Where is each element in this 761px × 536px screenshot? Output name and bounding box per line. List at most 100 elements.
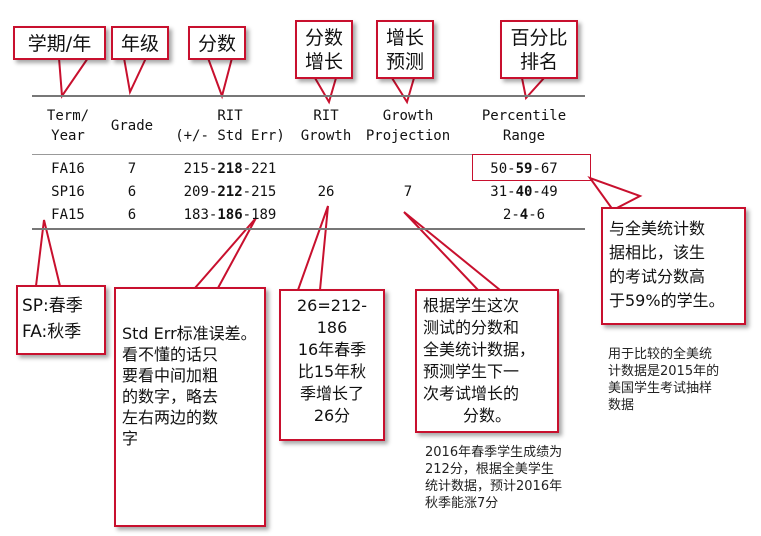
pct-high: -6	[528, 207, 546, 223]
note-percentile-line4: 数据	[608, 398, 635, 413]
projection-line6: 分数。	[462, 406, 511, 425]
std-err-line1: Std Err标准误差。	[122, 324, 257, 343]
note-percentile: 用于比较的全美统 计数据是2015年的 美国学生考试抽样 数据	[608, 346, 748, 414]
pct-mid: 59	[515, 161, 533, 177]
pointer-semester	[57, 57, 90, 99]
header-projection: Growth Projection	[362, 106, 454, 146]
growth-line5: 季增长了	[299, 384, 364, 403]
percentile-line3: 的考试分数高	[609, 267, 706, 286]
header-rit-line1: RIT	[217, 108, 243, 124]
note-projection-line4: 秋季能涨7分	[425, 496, 499, 511]
pct-low: 50-	[490, 161, 516, 177]
label-projection: 增长 预测	[376, 20, 434, 79]
cell-term: SP16	[51, 184, 85, 200]
label-semester: 学期/年	[13, 26, 106, 60]
header-projection-line2: Projection	[365, 128, 451, 144]
header-term-line2: Year	[51, 128, 85, 144]
pct-mid: 40	[515, 184, 533, 200]
cell-term: FA16	[51, 161, 85, 177]
callout-season: SP:春季 FA:秋季	[16, 285, 106, 355]
header-rit: RIT (+/- Std Err)	[170, 106, 290, 146]
rit-low: 183-	[183, 207, 218, 223]
label-growth-line2: 增长	[304, 51, 343, 73]
label-score: 分数	[188, 26, 246, 60]
label-percentile-line2: 排名	[519, 51, 558, 73]
table-row: FA15 6 183-186-189 2-4-6	[32, 207, 585, 227]
growth-line1: 26=212-	[296, 296, 368, 315]
pct-low: 31-	[490, 184, 516, 200]
header-growth-line1: RIT	[313, 108, 339, 124]
note-projection: 2016年春季学生成绩为 212分，根据全美学生 统计数据，预计2016年 秋季…	[425, 444, 605, 512]
rit-high: -189	[242, 207, 277, 223]
note-projection-line3: 统计数据，预计2016年	[425, 479, 563, 494]
percentile-line4: 于59%的学生。	[609, 291, 725, 310]
growth-line4: 比15年秋	[297, 362, 367, 381]
std-err-line5: 左右两边的数	[122, 408, 219, 427]
note-projection-line2: 212分，根据全美学生	[425, 462, 554, 477]
cell-projection: 7	[403, 184, 413, 200]
note-percentile-line2: 计数据是2015年的	[608, 364, 720, 379]
callout-growth: 26=212- 186 16年春季 比15年秋 季增长了 26分	[279, 289, 385, 441]
cell-rit: 209-212-215	[170, 184, 290, 200]
note-percentile-line1: 用于比较的全美统	[608, 347, 713, 362]
std-err-line3: 要看中间加粗	[122, 366, 219, 385]
std-err-line2: 看不懂的话只	[122, 345, 219, 364]
rit-high: -215	[242, 184, 277, 200]
header-percentile-line2: Range	[502, 128, 546, 144]
callout-percentile: 与全美统计数 据相比，该生 的考试分数高 于59%的学生。	[601, 207, 746, 325]
score-table: Term/ Year Grade RIT (+/- Std Err) RIT G…	[32, 95, 591, 230]
cell-grade: 7	[127, 161, 137, 177]
projection-line3: 全美统计数据，	[423, 340, 536, 359]
season-line1: SP:春季	[22, 296, 83, 316]
label-projection-line1: 增长	[385, 27, 424, 49]
callout-projection: 根据学生这次 测试的分数和 全美统计数据， 预测学生下一 次考试增长的 分数。	[415, 289, 559, 433]
label-growth: 分数 增长	[295, 20, 353, 79]
header-divider	[32, 154, 585, 155]
label-grade: 年级	[111, 26, 169, 60]
cell-grade: 6	[127, 207, 137, 223]
header-percentile: Percentile Range	[470, 106, 578, 146]
label-percentile: 百分比 排名	[500, 20, 578, 79]
header-term-line1: Term/	[46, 108, 90, 124]
rit-low: 215-	[183, 161, 218, 177]
rit-mid: 212	[217, 184, 243, 200]
projection-line1: 根据学生这次	[423, 296, 520, 315]
header-growth-line2: Growth	[300, 128, 352, 144]
pointer-score	[206, 57, 234, 100]
cell-percentile: 50-59-67	[470, 161, 578, 177]
season-line2: FA:秋季	[22, 322, 82, 342]
header-rit-line2: (+/- Std Err)	[175, 128, 285, 144]
label-growth-line1: 分数	[304, 27, 343, 49]
growth-line3: 16年春季	[297, 340, 367, 359]
header-percentile-line1: Percentile	[481, 108, 567, 124]
table-row: FA16 7 215-218-221 50-59-67	[32, 161, 585, 181]
cell-term: FA15	[51, 207, 85, 223]
percentile-highlight	[472, 154, 591, 181]
growth-line2: 186	[316, 318, 348, 337]
note-projection-line1: 2016年春季学生成绩为	[425, 445, 563, 460]
label-projection-line2: 预测	[385, 51, 424, 73]
header-projection-line1: Growth	[382, 108, 434, 124]
cell-grade: 6	[127, 184, 137, 200]
cell-rit: 215-218-221	[170, 161, 290, 177]
projection-line4: 预测学生下一	[423, 362, 520, 381]
percentile-line1: 与全美统计数	[609, 219, 706, 238]
std-err-line4: 的数字，略去	[122, 387, 219, 406]
note-percentile-line3: 美国学生考试抽样	[608, 381, 713, 396]
pct-high: -49	[532, 184, 558, 200]
rit-high: -221	[242, 161, 277, 177]
cell-percentile: 31-40-49	[470, 184, 578, 200]
projection-line2: 测试的分数和	[423, 318, 520, 337]
label-percentile-line1: 百分比	[510, 27, 568, 49]
pct-mid: 4	[519, 207, 529, 223]
callout-std-err: Std Err标准误差。 看不懂的话只 要看中间加粗 的数字，略去 左右两边的数…	[114, 287, 266, 527]
pointer-percentile-explain	[587, 175, 643, 212]
rit-mid: 186	[217, 207, 243, 223]
rit-mid: 218	[217, 161, 243, 177]
table-row: SP16 6 209-212-215 26 7 31-40-49	[32, 184, 585, 204]
header-growth: RIT Growth	[294, 106, 358, 146]
header-term: Term/ Year	[38, 106, 98, 146]
header-grade: Grade	[110, 118, 154, 134]
cell-rit: 183-186-189	[170, 207, 290, 223]
